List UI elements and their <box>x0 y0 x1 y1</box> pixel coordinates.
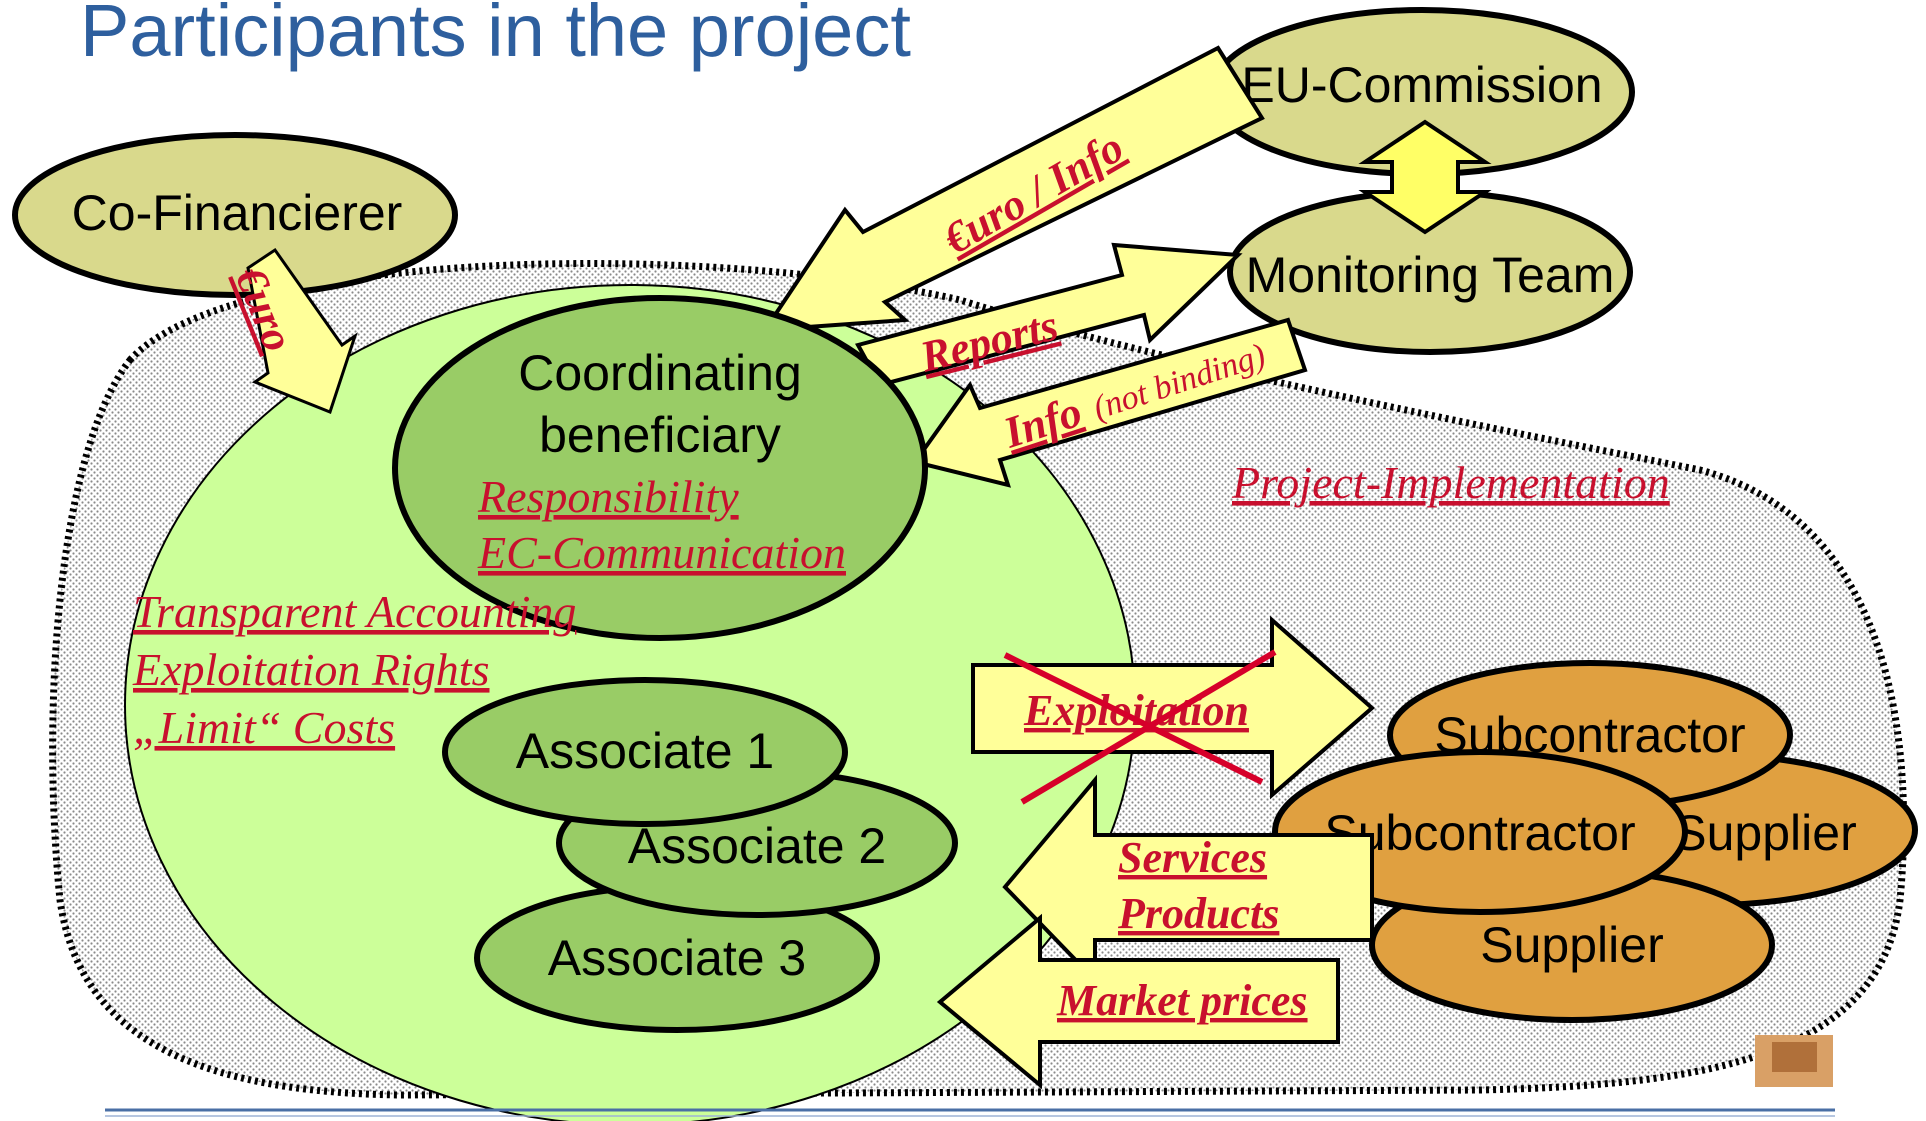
euro-arrow: €uro <box>225 247 358 414</box>
associate-2-label: Associate 2 <box>628 818 886 874</box>
monitoring-team-label: Monitoring Team <box>1246 247 1615 303</box>
associate-1-label: Associate 1 <box>516 723 774 779</box>
market-prices-label: Market prices <box>1056 976 1308 1025</box>
ec-communication-label: EC-Communication <box>477 527 846 578</box>
subcontractor-front-label: Subcontractor <box>1324 805 1635 861</box>
co-financierer-node <box>12 132 458 298</box>
corner-photo-detail <box>1772 1042 1817 1072</box>
services-products-arrow: Services Products <box>1002 774 1374 985</box>
supplier-back-label: Supplier <box>1673 805 1856 861</box>
project-implementation-label: Project-Implementation <box>1231 457 1670 508</box>
exploitation-cross-line-1 <box>1003 652 1264 785</box>
co-financierer-label: Co-Financierer <box>72 185 403 241</box>
responsibility-label: Responsibility <box>477 471 739 522</box>
products-label: Products <box>1117 889 1279 938</box>
exploitation-rights-label: Exploitation Rights <box>132 644 489 695</box>
page-title: Participants in the project <box>80 0 911 72</box>
eu-monitoring-double-arrow <box>1358 119 1492 235</box>
transparent-accounting-label: Transparent Accounting <box>133 586 576 637</box>
services-label: Services <box>1118 833 1267 882</box>
exploitation-label: Exploitation <box>1023 686 1249 735</box>
coordinating-label-line2: beneficiary <box>539 407 781 463</box>
associate-3-label: Associate 3 <box>548 930 806 986</box>
market-prices-arrow: Market prices <box>936 913 1340 1090</box>
subcontractor-front-node <box>1272 749 1688 915</box>
coordinating-label-line1: Coordinating <box>518 345 802 401</box>
eu-commission-label: EU-Commission <box>1241 57 1602 113</box>
supplier-front-label: Supplier <box>1480 917 1663 973</box>
limit-costs-label: „Limit“ Costs <box>133 702 395 753</box>
exploitation-cross-line-2 <box>1020 649 1277 805</box>
associate-1-node <box>442 677 848 827</box>
exploitation-arrow: Exploitation <box>971 615 1376 805</box>
coordinating-beneficiary-node <box>392 295 928 641</box>
